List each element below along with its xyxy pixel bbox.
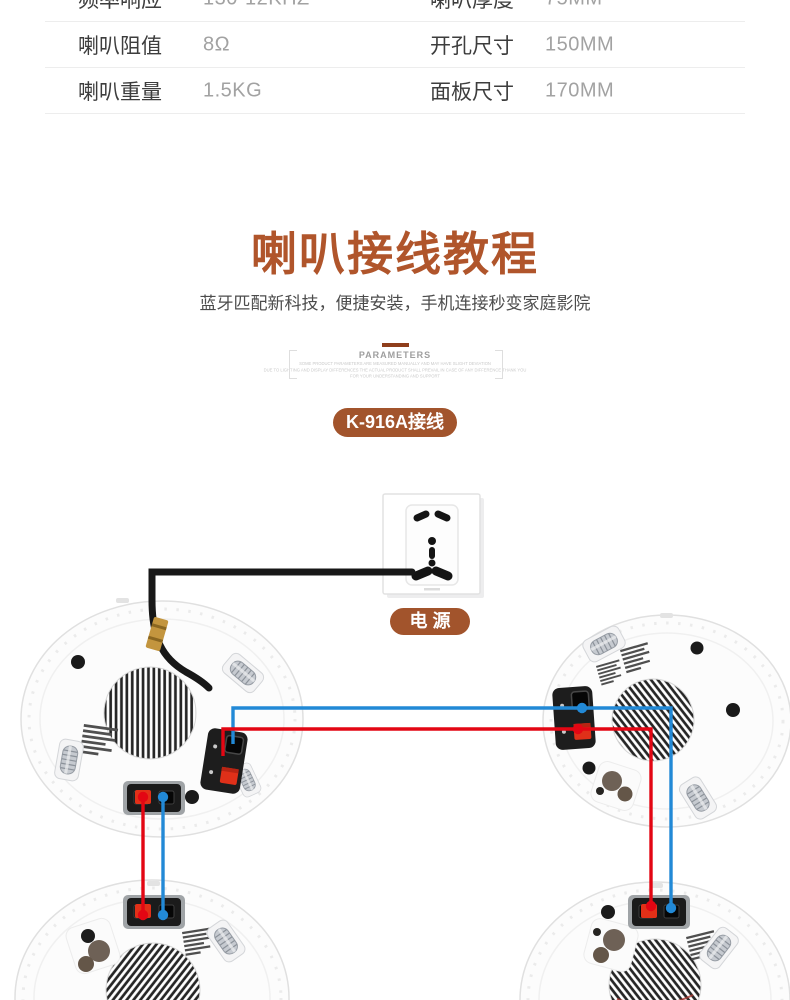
speaker-grille	[103, 666, 197, 760]
rim-tab	[650, 883, 663, 888]
cable-gold-band	[145, 617, 169, 651]
parameters-fine-print: SOME PRODUCT PARAMETERS ARE MEASURED MAN…	[190, 361, 601, 380]
speaker-terminal	[627, 894, 691, 930]
spec-label: 喇叭厚度	[430, 0, 514, 12]
speaker-bottom-left	[14, 879, 290, 1000]
speaker-top-right	[542, 613, 790, 828]
section-subtitle: 蓝牙匹配新科技，便捷安装，手机连接秒变家庭影院	[199, 294, 591, 313]
fine-print-line: SOME PRODUCT PARAMETERS ARE MEASURED MAN…	[299, 361, 491, 367]
spec-label: 开孔尺寸	[430, 34, 514, 58]
spec-value: 8Ω	[203, 33, 231, 55]
spec-label: 频率响应	[78, 0, 162, 12]
side-terminal	[551, 684, 597, 752]
parameters-block: PARAMETERS SOME PRODUCT PARAMETERS ARE M…	[0, 343, 790, 397]
socket-brand-mark	[424, 588, 440, 591]
spec-row: 喇叭重量 1.5KG 面板尺寸 170MM	[45, 68, 745, 114]
speaker-bottom-right	[519, 881, 790, 1000]
model-badge: K-916A接线	[333, 408, 457, 437]
spec-value: 130-12KHZ	[203, 0, 310, 10]
socket-slots	[411, 510, 453, 581]
wires	[137, 568, 677, 921]
spec-value: 75MM	[545, 0, 603, 10]
wire-port	[78, 956, 94, 972]
screw-hole	[601, 905, 615, 919]
wire-port	[603, 929, 625, 951]
screw-hole	[582, 761, 596, 775]
socket-pin-hole	[428, 559, 436, 567]
spec-row: 喇叭阻值 8Ω 开孔尺寸 150MM	[45, 22, 745, 68]
accent-bar	[381, 343, 409, 347]
wiring-diagram	[14, 493, 790, 1000]
screw-hole	[185, 790, 199, 804]
speaker-top-left	[20, 598, 304, 838]
power-cable	[148, 568, 416, 692]
rim-tab	[147, 881, 160, 886]
spec-label: 喇叭重量	[78, 80, 162, 104]
wire-port	[88, 940, 110, 962]
power-socket	[382, 493, 484, 598]
spec-table: 频率响应 130-12KHZ 喇叭厚度 75MM 喇叭阻值 8Ω 开孔尺寸 15…	[45, 0, 745, 114]
spec-value: 1.5KG	[203, 79, 263, 101]
fine-print-line: DUE TO LIGHTING AND DISPLAY DIFFERENCES …	[263, 367, 527, 373]
parameters-heading: PARAMETERS	[358, 350, 432, 360]
rim-tab	[660, 613, 673, 618]
wire-port	[602, 771, 622, 791]
blue-speaker-wire	[231, 706, 673, 908]
spec-value: 170MM	[545, 79, 615, 101]
speaker-grille	[611, 678, 695, 762]
spec-row: 频率响应 130-12KHZ 喇叭厚度 75MM	[45, 0, 745, 22]
fine-print-line: FOR YOUR UNDERSTANDING AND SUPPORT	[350, 374, 440, 379]
wire-port	[593, 928, 601, 936]
screw-hole	[71, 655, 85, 669]
section-title: 喇叭接线教程	[251, 228, 539, 280]
red-speaker-wire	[221, 727, 653, 906]
screw-hole	[81, 929, 95, 943]
wire-connection-dots	[137, 702, 677, 921]
spec-label: 喇叭阻值	[78, 34, 162, 58]
speaker-terminal	[122, 894, 186, 930]
power-label-badge: 电源	[390, 608, 470, 635]
wire-port	[617, 786, 633, 802]
rim-tab	[116, 598, 129, 603]
wire-port	[596, 787, 604, 795]
screw-hole	[690, 641, 704, 655]
left-corner-bracket	[289, 350, 297, 379]
spec-label: 面板尺寸	[430, 80, 514, 104]
screw-hole	[726, 703, 740, 717]
grille-gasket-arc	[616, 994, 694, 1000]
socket-pin-hole	[428, 537, 436, 545]
wire-port	[593, 947, 609, 963]
right-corner-bracket	[495, 350, 503, 379]
spec-value: 150MM	[545, 33, 615, 55]
speaker-grille	[105, 942, 201, 1000]
socket-pin-slot	[429, 547, 435, 559]
speaker-terminal	[122, 780, 186, 816]
